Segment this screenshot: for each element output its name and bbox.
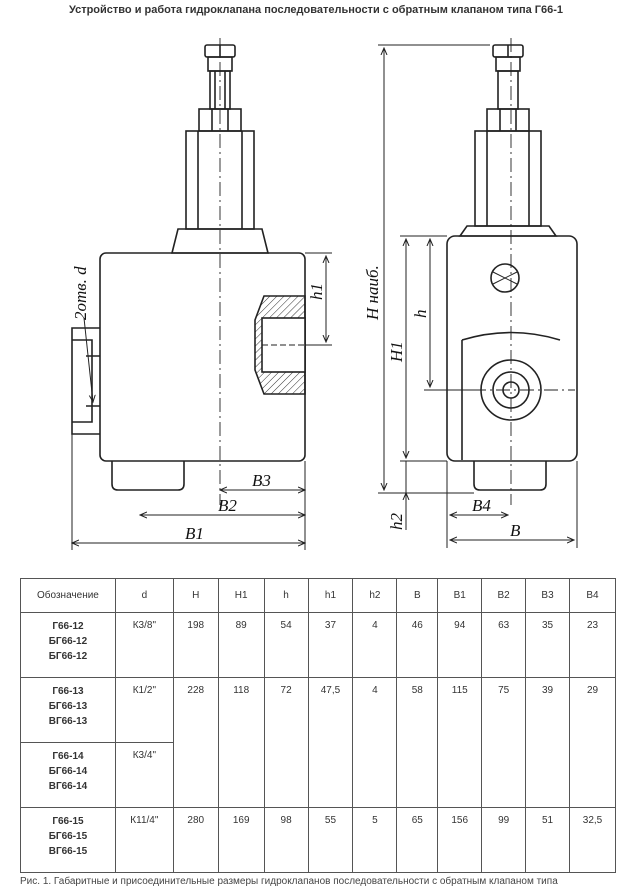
cell-B1: 94 (437, 612, 483, 678)
cell-H: 228 (172, 677, 219, 808)
cell-H1: 89 (217, 612, 265, 678)
cell-h2: 4 (352, 612, 398, 678)
cell-H1: 169 (217, 807, 265, 873)
designation-cell: Г66-13 БГ66-13 ВГ66-13 (20, 677, 116, 743)
b1-label: B1 (185, 524, 204, 543)
column-header: B1 (437, 578, 483, 613)
b-label: B (510, 521, 521, 540)
cell-h1: 47,5 (307, 677, 354, 808)
cell-d: К1/2" (114, 677, 174, 743)
technical-drawing: 2отв. d h1 B3 B2 B1 H наиб. H1 h h2 B4 B (71, 38, 578, 550)
h-total-label: H наиб. (363, 265, 382, 321)
page-title: Устройство и работа гидроклапана последо… (68, 4, 564, 16)
designation: Г66-12 (52, 621, 84, 632)
column-header: B4 (569, 578, 616, 613)
cell-B4: 23 (569, 612, 616, 678)
cell-h1: 37 (307, 612, 354, 678)
designation: БГ66-13 (48, 701, 88, 712)
table-header-row: Обозначение d H H1 h h1 h2 B B1 B2 B3 B4 (20, 578, 616, 613)
table-row: Г66-14 БГ66-14 ВГ66-14 К3/4" (20, 742, 616, 808)
designation: ВГ66-14 (48, 781, 88, 792)
cell-h: 72 (263, 677, 309, 808)
cell-H: 198 (172, 612, 219, 678)
cell-h1: 55 (307, 807, 354, 873)
dimensions-table: Обозначение d H H1 h h1 h2 B B1 B2 B3 B4… (20, 578, 616, 873)
cell-B: 65 (396, 807, 439, 873)
designation-cell: Г66-14 БГ66-14 ВГ66-14 (20, 742, 116, 808)
cell-B3: 35 (525, 612, 570, 678)
designation: БГ66-14 (48, 766, 88, 777)
h2-label: h2 (387, 513, 406, 531)
designation: БГ66-12 (48, 651, 88, 662)
designation: Г66-15 (52, 816, 84, 827)
cell-h: 54 (263, 612, 309, 678)
column-header: h2 (352, 578, 398, 613)
column-header: B (396, 578, 439, 613)
thread-label: 2отв. d (71, 266, 90, 320)
designation: ВГ66-15 (48, 846, 88, 857)
cell-d: К3/4" (114, 742, 174, 808)
column-header: h (263, 578, 309, 613)
designation: Г66-14 (52, 751, 84, 762)
column-header: d (114, 578, 174, 613)
cell-H1: 118 (217, 677, 265, 808)
column-header: H (172, 578, 219, 613)
dimension-lines (72, 44, 578, 550)
cell-B3: 39 (525, 677, 570, 808)
column-header: h1 (307, 578, 354, 613)
column-header: B2 (481, 578, 527, 613)
front-view (71, 38, 306, 505)
designation-cell: Г66-15 БГ66-15 ВГ66-15 (20, 807, 116, 873)
cell-B2: 63 (481, 612, 527, 678)
b4-label: B4 (472, 496, 491, 515)
cell-B1: 115 (437, 677, 483, 808)
cell-B: 58 (396, 677, 439, 808)
cell-d: К3/8" (114, 612, 174, 678)
column-header: Обозначение (20, 578, 116, 613)
table-row: Г66-12 БГ66-12 БГ66-12 К3/8" 198 89 54 3… (20, 612, 616, 678)
h1-label: h1 (307, 283, 326, 300)
cell-B2: 75 (481, 677, 527, 808)
cell-B2: 99 (481, 807, 527, 873)
cell-B: 46 (396, 612, 439, 678)
b2-label: B2 (218, 496, 237, 515)
figure-caption: Рис. 1. Габаритные и присоединительные р… (20, 876, 558, 887)
designation-cell: Г66-12 БГ66-12 БГ66-12 (20, 612, 116, 678)
cell-h2: 5 (352, 807, 398, 873)
column-header: H1 (217, 578, 265, 613)
cell-B4: 32,5 (569, 807, 616, 873)
table-row: Г66-13 БГ66-13 ВГ66-13 К1/2" 228 118 72 … (20, 677, 616, 808)
designation: БГ66-15 (48, 831, 88, 842)
cell-H: 280 (172, 807, 219, 873)
h1-side-label: H1 (387, 341, 406, 363)
cell-d: К11/4" (114, 807, 174, 873)
column-header: B3 (525, 578, 570, 613)
cell-B1: 156 (437, 807, 483, 873)
table-row: Г66-15 БГ66-15 ВГ66-15 К11/4" 280 169 98… (20, 807, 616, 873)
designation: Г66-13 (52, 686, 84, 697)
designation: ВГ66-13 (48, 716, 88, 727)
designation: БГ66-12 (48, 636, 88, 647)
cell-B3: 51 (525, 807, 570, 873)
side-view (446, 38, 578, 505)
h-label: h (411, 310, 430, 319)
cell-h2: 4 (352, 677, 398, 808)
cell-h: 98 (263, 807, 309, 873)
b3-label: B3 (252, 471, 271, 490)
cell-B4: 29 (569, 677, 616, 808)
